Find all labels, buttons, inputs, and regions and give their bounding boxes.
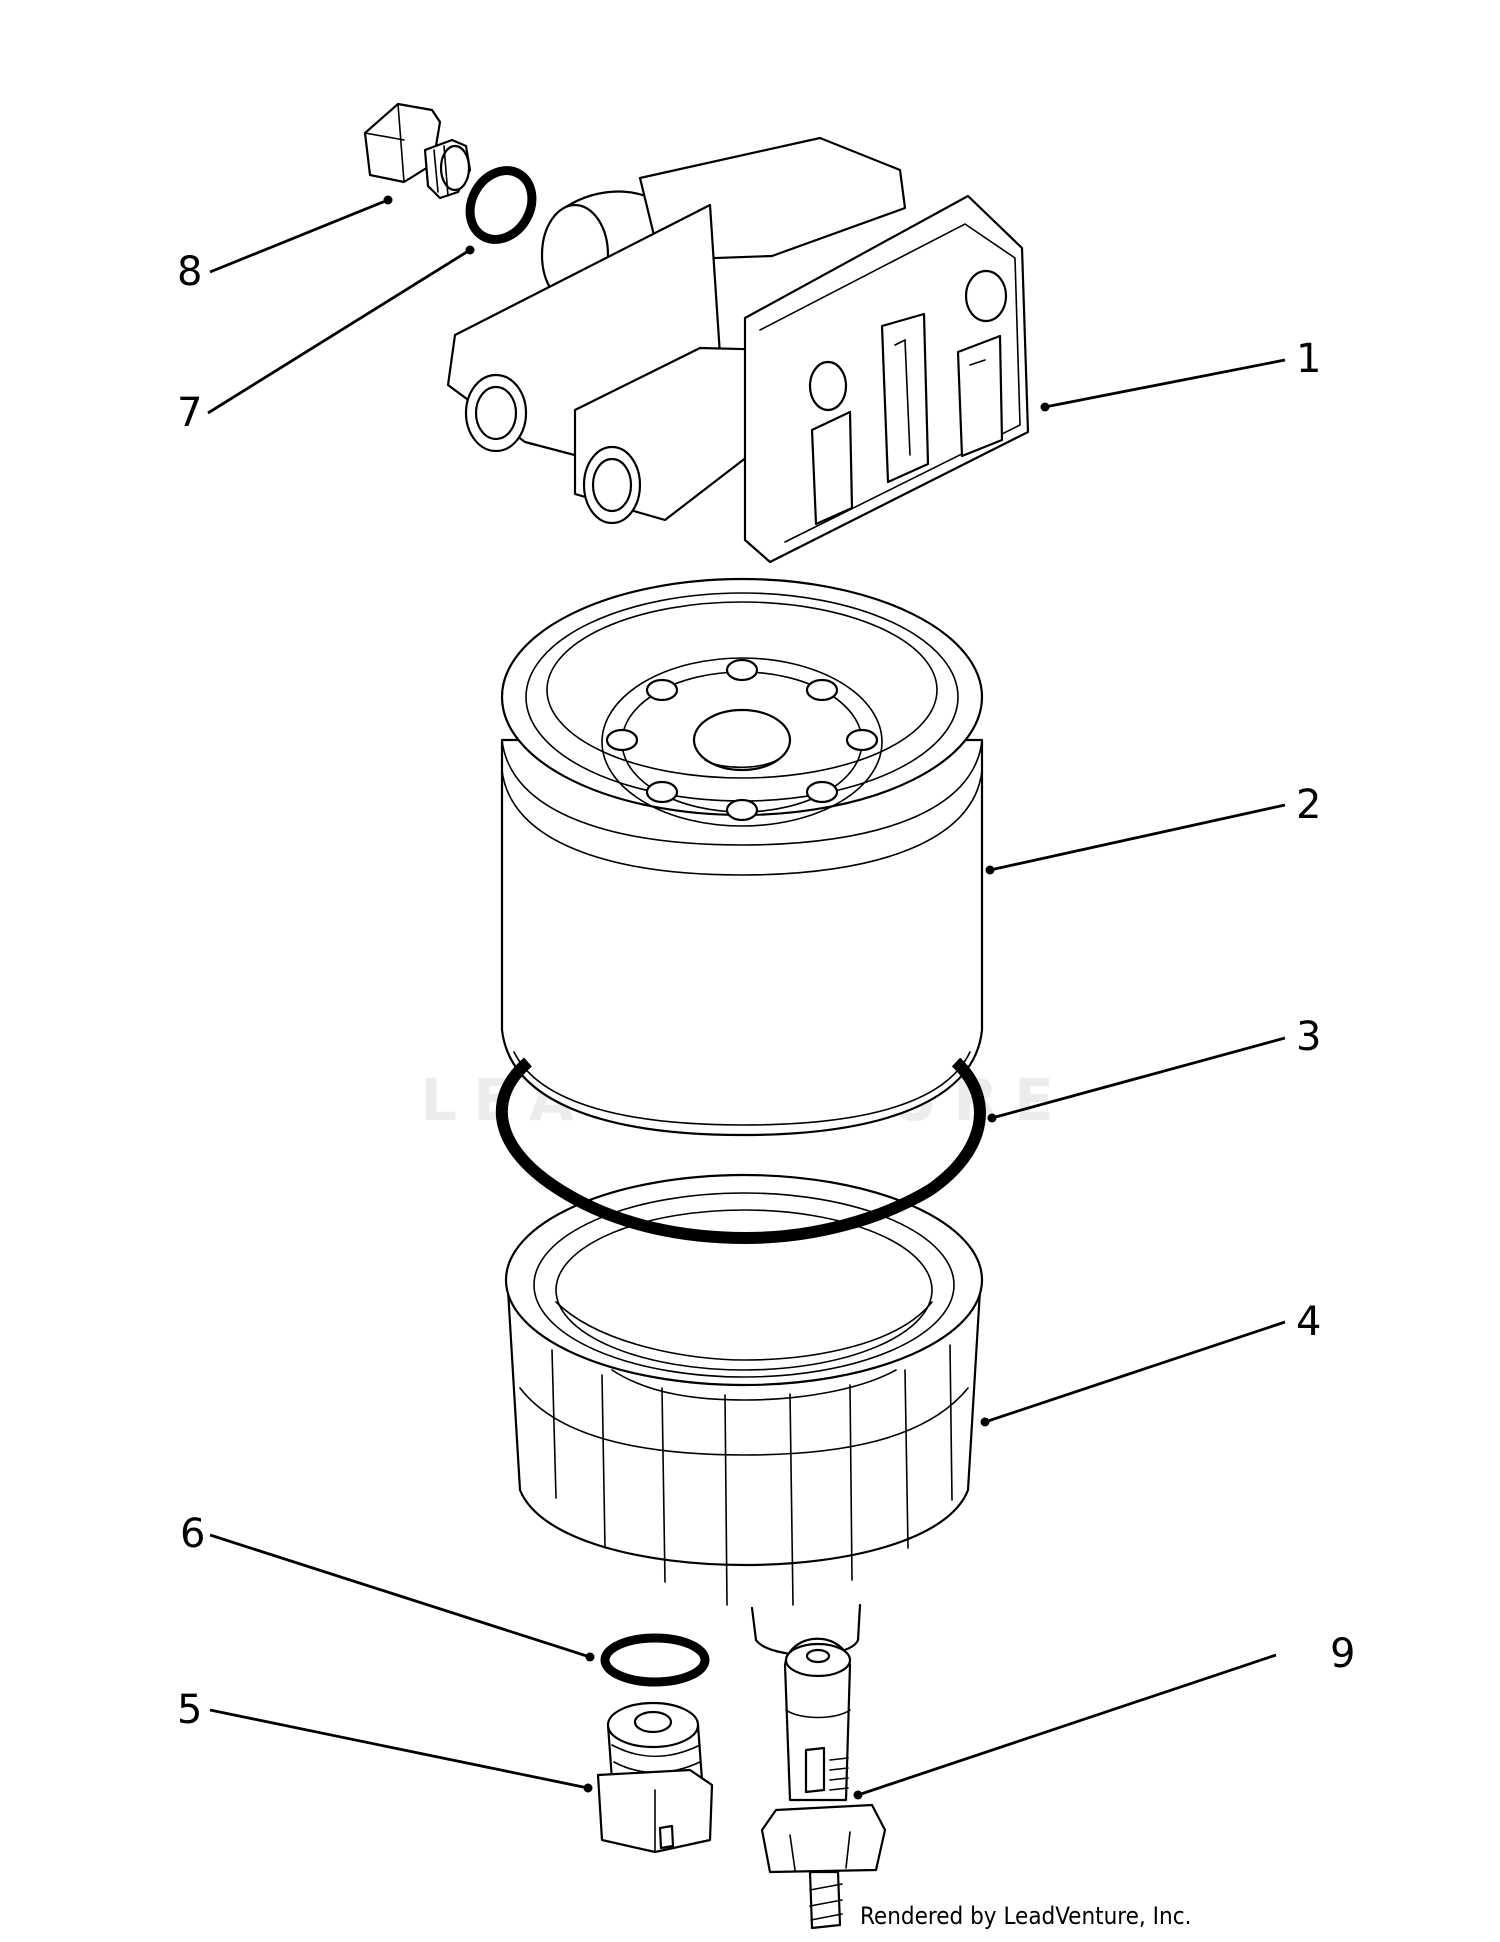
leader-8: [209, 198, 389, 274]
callout-6: 6: [180, 1511, 205, 1557]
leader-1: [1044, 358, 1286, 409]
callout-8: 8: [177, 249, 202, 295]
leader-4: [984, 1320, 1286, 1424]
part-6-o-ring: [600, 1633, 710, 1687]
leader-9: [857, 1653, 1277, 1797]
callout-7: 7: [177, 390, 202, 436]
leader-dot-5: [583, 1783, 593, 1793]
leader-3: [991, 1036, 1286, 1120]
leader-dot-2: [985, 865, 995, 875]
callout-1: 1: [1296, 336, 1321, 382]
leader-dot-4: [980, 1417, 990, 1427]
leader-dot-9: [853, 1790, 863, 1800]
leader-dot-3: [987, 1113, 997, 1123]
leader-7: [207, 248, 471, 415]
leader-lines: [207, 195, 1286, 1800]
callout-2: 2: [1296, 782, 1321, 828]
part-3-o-ring: [495, 1057, 986, 1245]
part-8-fitting: [363, 102, 472, 200]
part-1-filter-head: [446, 136, 1030, 564]
part-7-o-ring: [465, 166, 537, 244]
part-5-drain-plug: [596, 1701, 714, 1854]
leader-2: [989, 803, 1286, 872]
callout-4: 4: [1296, 1299, 1321, 1345]
part-9-drain-valve: [760, 1637, 887, 1930]
part-4-bowl: [504, 1173, 984, 1657]
callout-9: 9: [1330, 1631, 1355, 1677]
leader-dot-1: [1040, 402, 1050, 412]
leader-6: [209, 1533, 591, 1659]
leader-dot-6: [585, 1652, 595, 1662]
callout-5: 5: [177, 1687, 202, 1733]
render-credit: Rendered by LeadVenture, Inc.: [860, 1902, 1191, 1930]
callout-labels: 1 2 3 4 5 6 7 8 9: [177, 249, 1355, 1733]
callout-3: 3: [1296, 1014, 1321, 1060]
part-2-filter-element: [500, 577, 984, 1137]
leader-dot-8: [383, 195, 393, 205]
leader-5: [209, 1708, 589, 1790]
leader-dot-7: [465, 245, 475, 255]
